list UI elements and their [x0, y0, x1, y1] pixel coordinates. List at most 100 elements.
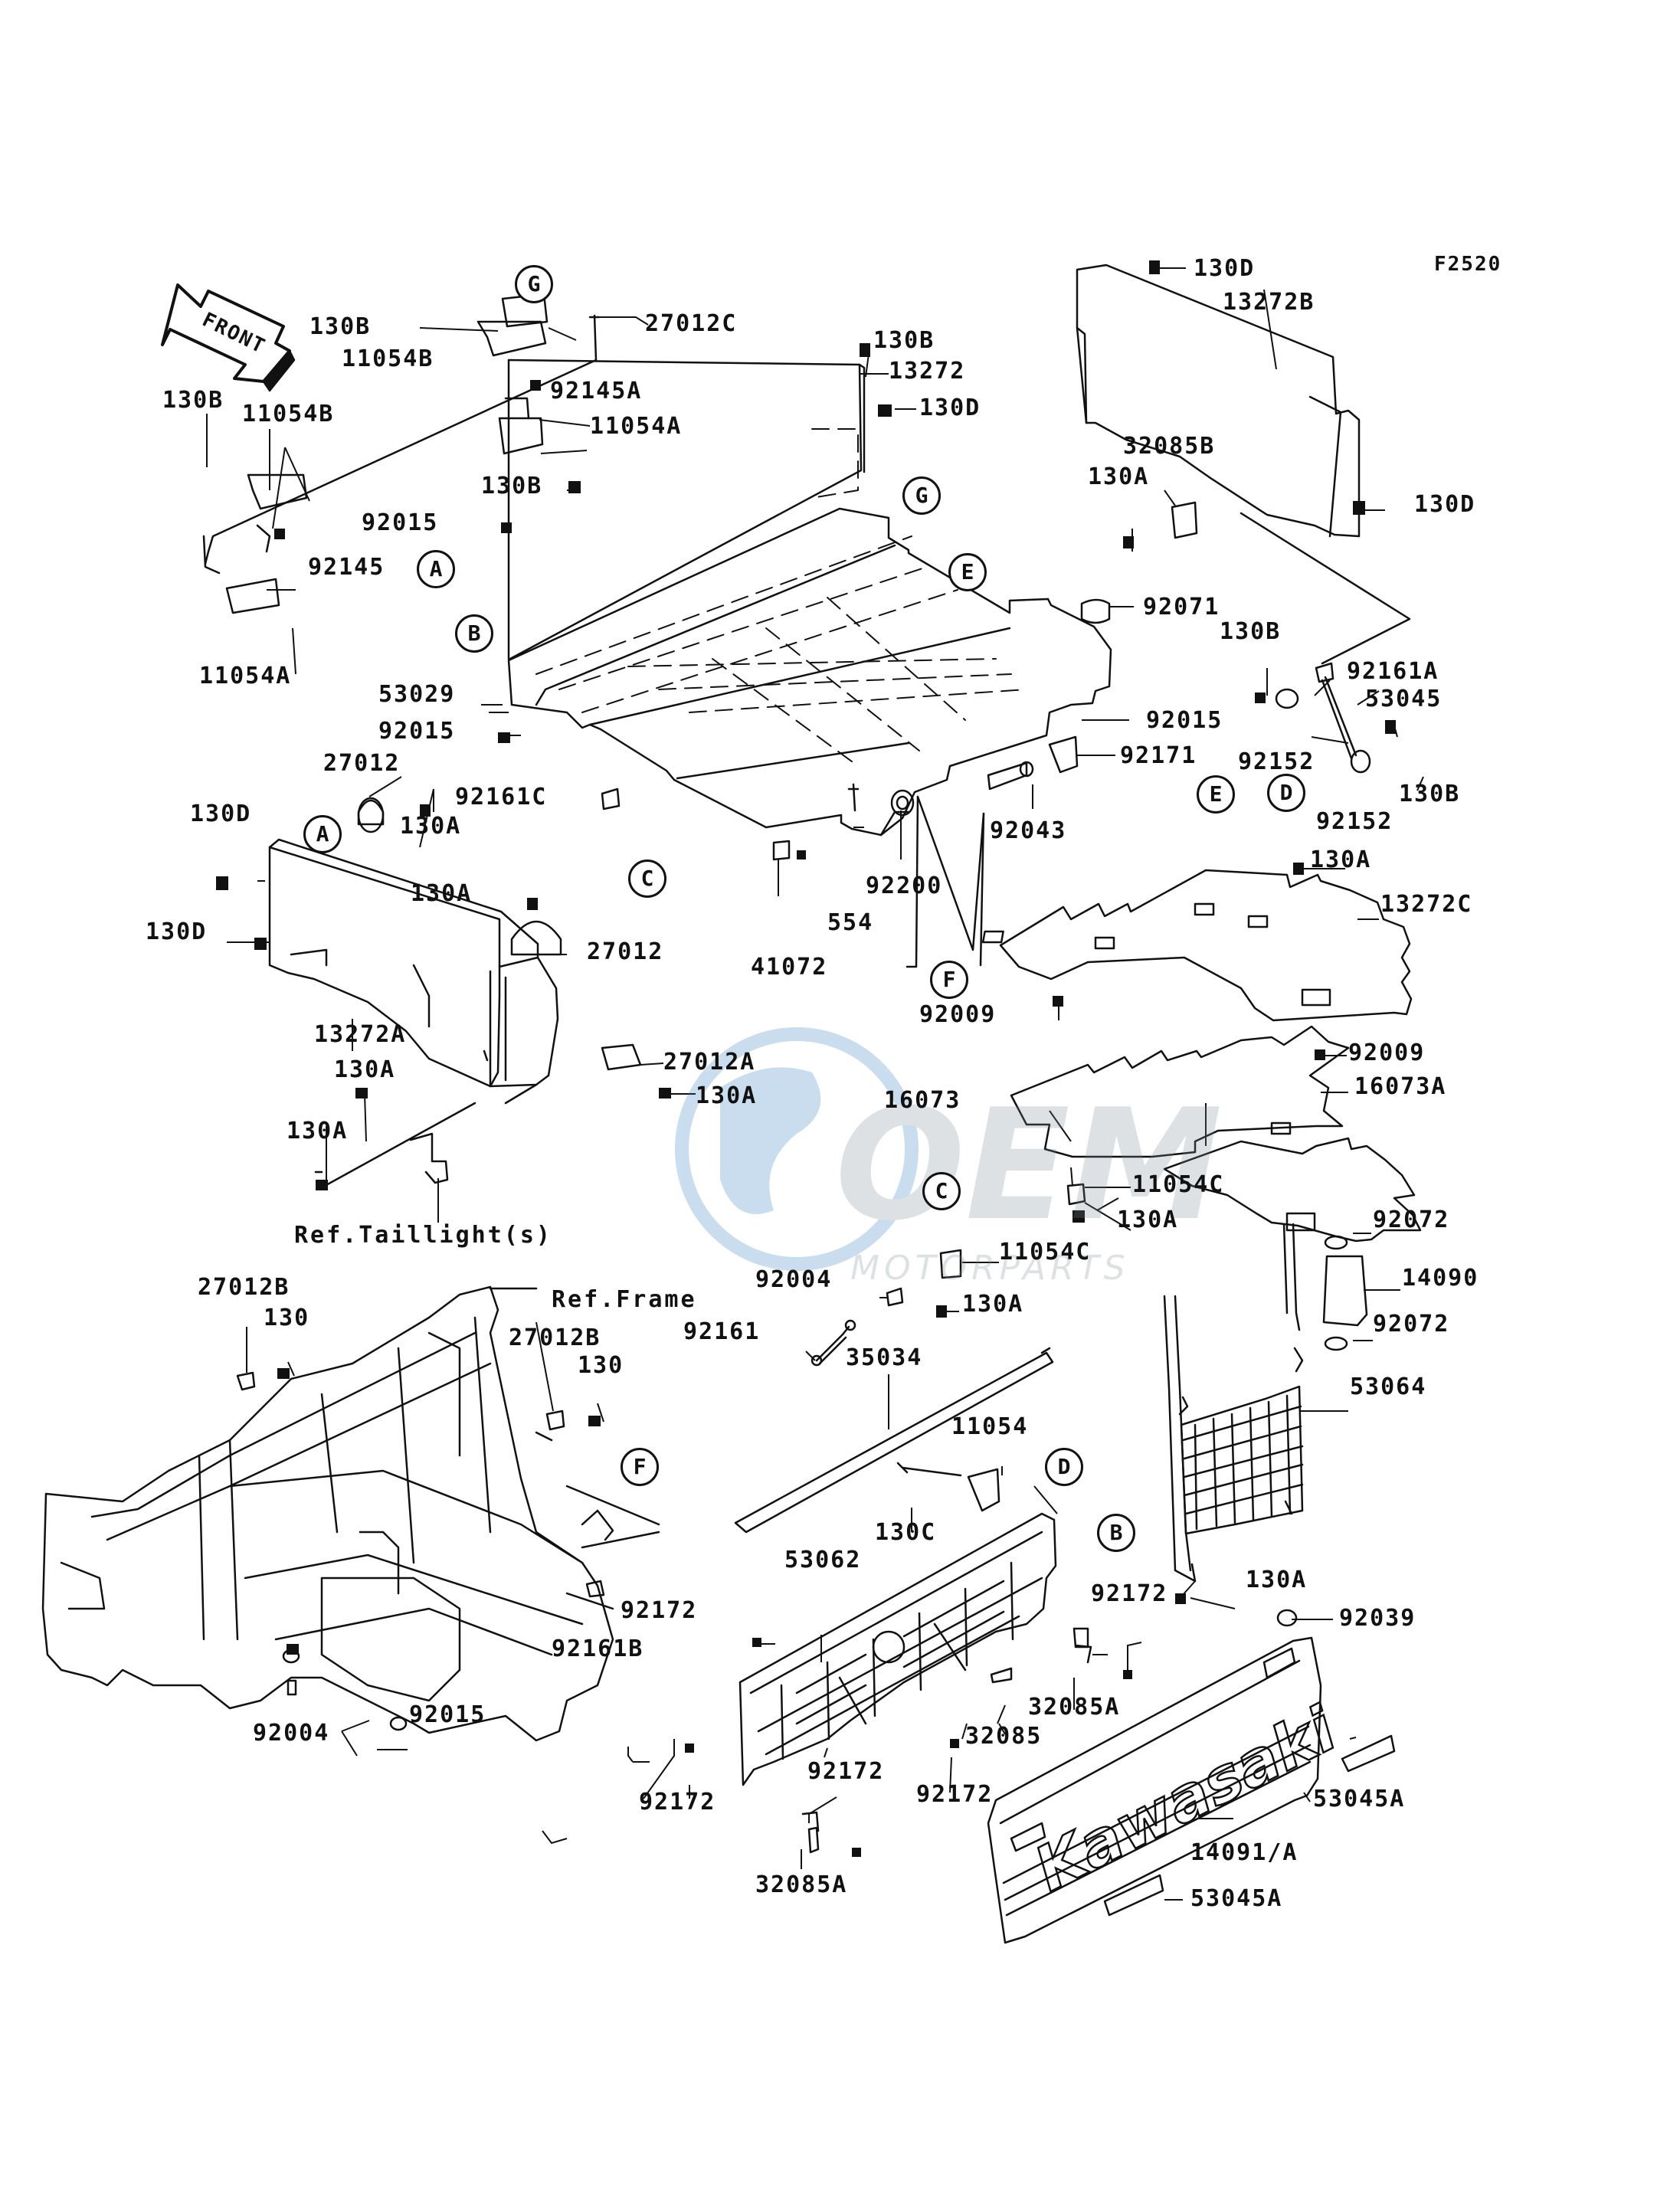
label-130D: 130D [1414, 491, 1476, 518]
label-92039: 92039 [1339, 1605, 1416, 1632]
label-92071: 92071 [1143, 594, 1220, 620]
mat-16073 [1010, 1025, 1422, 1243]
label-92009: 92009 [1348, 1040, 1426, 1066]
label-554: 554 [827, 909, 874, 936]
label-92172: 92172 [916, 1781, 994, 1808]
label-130B: 130B [162, 387, 224, 414]
label-27012: 27012 [587, 938, 664, 965]
label-92161C: 92161C [455, 784, 548, 810]
label-130A: 130A [1117, 1207, 1179, 1233]
label-92015: 92015 [378, 718, 456, 745]
label-130C: 130C [875, 1519, 937, 1546]
label-11054: 11054 [951, 1413, 1029, 1440]
tailgate-frame-53062 [738, 1512, 1057, 1786]
panel-13272B [1076, 264, 1361, 538]
callout-a-2: A [303, 815, 342, 853]
callout-g-1: G [515, 265, 553, 303]
callout-b-2: B [1097, 1514, 1135, 1552]
label-11054A: 11054A [590, 413, 683, 440]
tailgate-cover-14091 [987, 1636, 1322, 1944]
callout-e-2: E [1197, 775, 1235, 814]
label-92015: 92015 [362, 509, 439, 536]
label-130A: 130A [334, 1056, 396, 1083]
label-130B: 130B [481, 473, 543, 499]
label-ref-frame: Ref.Frame [552, 1286, 697, 1313]
label-27012B: 27012B [198, 1274, 290, 1301]
callout-d-1: D [1267, 774, 1305, 812]
callout-g-2: G [902, 476, 941, 515]
label-27012: 27012 [323, 750, 401, 777]
panel-13272 [507, 359, 866, 660]
label-27012C: 27012C [645, 310, 738, 337]
label-32085A: 32085A [755, 1871, 848, 1898]
label-130A: 130A [1088, 463, 1150, 490]
label-92009: 92009 [919, 1001, 997, 1028]
label-92015: 92015 [409, 1701, 486, 1728]
label-32085: 32085 [965, 1723, 1043, 1750]
label-11054A: 11054A [199, 663, 292, 689]
net-53064 [1163, 1223, 1304, 1583]
label-92043: 92043 [990, 817, 1067, 844]
label-16073: 16073 [884, 1087, 961, 1114]
label-130A: 130A [400, 813, 462, 840]
label-14091A: 14091/A [1190, 1839, 1298, 1866]
rail-27012C [202, 314, 601, 575]
panel-13272A [268, 838, 559, 1105]
label-130D: 130D [190, 801, 252, 827]
label-16073A: 16073A [1354, 1073, 1447, 1100]
label-27012B: 27012B [509, 1324, 601, 1351]
callout-c-1: C [628, 859, 666, 898]
callout-e-1: E [948, 553, 987, 591]
label-32085B: 32085B [1123, 433, 1216, 460]
label-53045A: 53045A [1313, 1786, 1406, 1812]
label-14090: 14090 [1402, 1265, 1479, 1292]
label-11054C: 11054C [1132, 1171, 1225, 1198]
label-35034: 35034 [846, 1344, 923, 1371]
callout-f-1: F [930, 961, 968, 999]
label-130A: 130A [411, 880, 473, 907]
label-92161B: 92161B [552, 1635, 644, 1662]
label-92145A: 92145A [550, 378, 643, 404]
label-13272A: 13272A [314, 1021, 407, 1048]
watermark-sub-text: MOTORPARTS [850, 1249, 1130, 1288]
callout-a-1: A [417, 550, 455, 588]
label-130D: 130D [919, 395, 981, 421]
label-92161: 92161 [683, 1318, 761, 1345]
label-53045: 53045 [1365, 686, 1443, 712]
label-92072: 92072 [1373, 1207, 1450, 1233]
label-92161A: 92161A [1347, 658, 1439, 685]
label-41072: 41072 [751, 954, 828, 981]
label-130D: 130D [1194, 255, 1256, 282]
label-130B: 130B [309, 313, 372, 340]
callout-d-2: D [1045, 1448, 1083, 1486]
label-130A: 130A [287, 1118, 349, 1144]
label-130A: 130A [962, 1291, 1024, 1318]
label-130D: 130D [146, 918, 208, 945]
label-130: 130 [264, 1305, 310, 1331]
label-92172: 92172 [639, 1789, 716, 1816]
label-32085A: 32085A [1028, 1694, 1121, 1721]
label-53029: 53029 [378, 681, 456, 708]
label-53062: 53062 [784, 1547, 862, 1573]
label-92004: 92004 [253, 1720, 330, 1747]
label-130A: 130A [696, 1082, 758, 1109]
label-92072: 92072 [1373, 1311, 1450, 1338]
label-92145: 92145 [308, 554, 385, 581]
front-arrow-icon [161, 283, 296, 392]
label-92172: 92172 [1091, 1580, 1168, 1607]
label-53045A: 53045A [1190, 1885, 1283, 1912]
callout-f-2: F [621, 1448, 659, 1486]
label-92171: 92171 [1120, 742, 1197, 769]
watermark-brand-text: OEM [835, 1076, 1223, 1255]
label-92015: 92015 [1146, 707, 1223, 734]
label-13272: 13272 [889, 358, 966, 385]
label-92152: 92152 [1238, 748, 1315, 775]
label-13272B: 13272B [1223, 289, 1315, 316]
label-13272C: 13272C [1380, 891, 1473, 918]
figure-id: F2520 [1434, 253, 1502, 276]
label-92172: 92172 [621, 1597, 698, 1624]
label-53064: 53064 [1350, 1374, 1427, 1400]
bed-floor-53029 [507, 507, 1112, 837]
label-11054C: 11054C [999, 1239, 1092, 1265]
